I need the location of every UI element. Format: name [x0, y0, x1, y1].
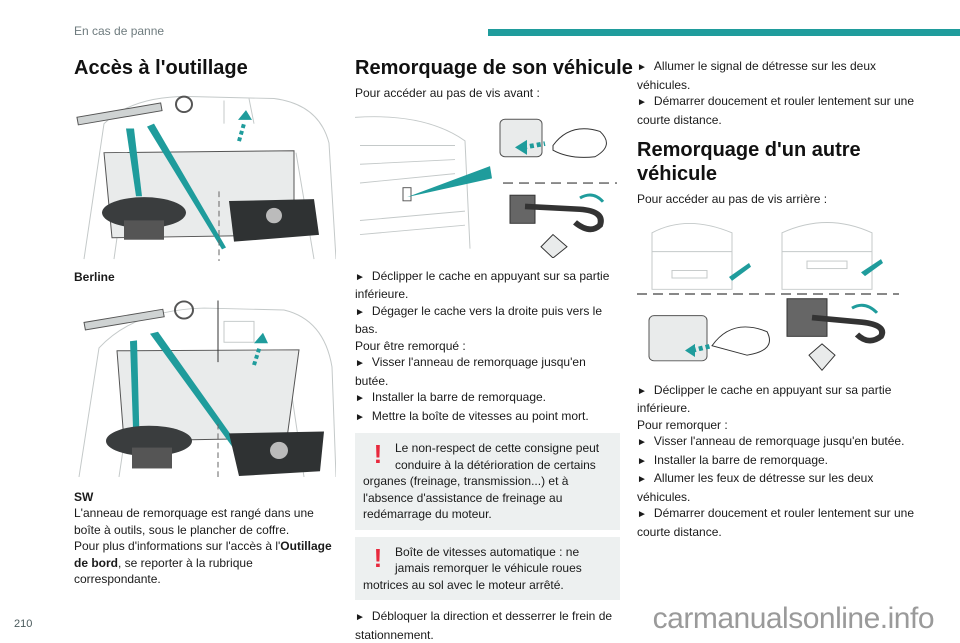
front-tow-point-illustration: [355, 115, 617, 258]
tow-step-1: Visser l'anneau de remorquage jusqu'en b…: [355, 354, 620, 389]
tool-reference-text: Pour plus d'informations sur l'accès à l…: [74, 538, 336, 588]
rear-access-intro: Pour accéder au pas de vis arrière :: [637, 192, 828, 206]
column-towing-other: Allumer le signal de détresse sur les de…: [637, 58, 923, 540]
rear-step-1: Déclipper le cache en appuyant sur sa pa…: [637, 382, 923, 417]
hazard-step: Allumer le signal de détresse sur les de…: [637, 58, 923, 93]
tool-reference-pre: Pour plus d'informations sur l'accès à l…: [74, 539, 281, 553]
warning-text-automatic: Boîte de vitesses automatique : ne jamai…: [363, 544, 582, 592]
rear-tow-point-illustration: [637, 221, 899, 371]
tow-ring-location-text: L'anneau de remorquage est rangé dans un…: [74, 506, 314, 537]
heading-towing-other: Remorquage d'un autre véhicule: [637, 139, 861, 185]
tool-reference-post: , se reporter à la rubrique correspondan…: [74, 555, 253, 587]
heading-tool-access: Accès à l'outillage: [74, 57, 248, 79]
to-tow-heading: Pour remorquer :: [637, 417, 728, 432]
section-header: En cas de panne: [74, 24, 165, 38]
tow-step-3: Mettre la boîte de vitesses au point mor…: [355, 408, 620, 427]
warning-icon: !: [373, 542, 383, 573]
other-tow-step-1: Visser l'anneau de remorquage jusqu'en b…: [637, 433, 923, 452]
front-step-1: Déclipper le cache en appuyant sur sa pa…: [355, 268, 620, 303]
tool-reference-link: Outillage de bord: [74, 539, 332, 570]
warning-text-neutral: Le non-respect de cette consigne peut co…: [363, 441, 600, 521]
front-access-intro: Pour accéder au pas de vis avant :: [355, 86, 540, 100]
page-number: 210: [14, 618, 33, 630]
column-towing-own: Remorquage de son véhicule Pour accéder …: [355, 56, 633, 643]
warning-box-neutral: ! Le non-respect de cette consigne peut …: [355, 433, 620, 530]
be-towed-heading: Pour être remorqué :: [355, 338, 466, 353]
watermark: carmanualsonline.info: [652, 602, 935, 635]
warning-box-automatic: ! Boîte de vitesses automatique : ne jam…: [355, 536, 620, 600]
column-tool-access: Accès à l'outillage Berline: [74, 56, 336, 588]
header-accent-bar: [488, 29, 960, 36]
tow-step-4: Débloquer la direction et desserrer le f…: [355, 608, 620, 643]
other-tow-step-3: Allumer les feux de détresse sur les deu…: [637, 470, 923, 505]
other-tow-step-2: Installer la barre de remorquage.: [637, 452, 923, 471]
trunk-illustration-sw: [78, 300, 336, 477]
tow-step-2: Installer la barre de remorquage.: [355, 389, 620, 408]
trunk-illustration-berline: [76, 95, 336, 261]
heading-towing-own: Remorquage de son véhicule: [355, 57, 633, 79]
caption-sw: SW: [74, 490, 94, 504]
other-tow-step-4: Démarrer doucement et rouler lentement s…: [637, 505, 923, 540]
front-step-2: Dégager le cache vers la droite puis ver…: [355, 303, 620, 338]
caption-berline: Berline: [74, 270, 115, 284]
warning-icon: !: [373, 439, 383, 469]
drive-step: Démarrer doucement et rouler lentement s…: [637, 93, 923, 128]
